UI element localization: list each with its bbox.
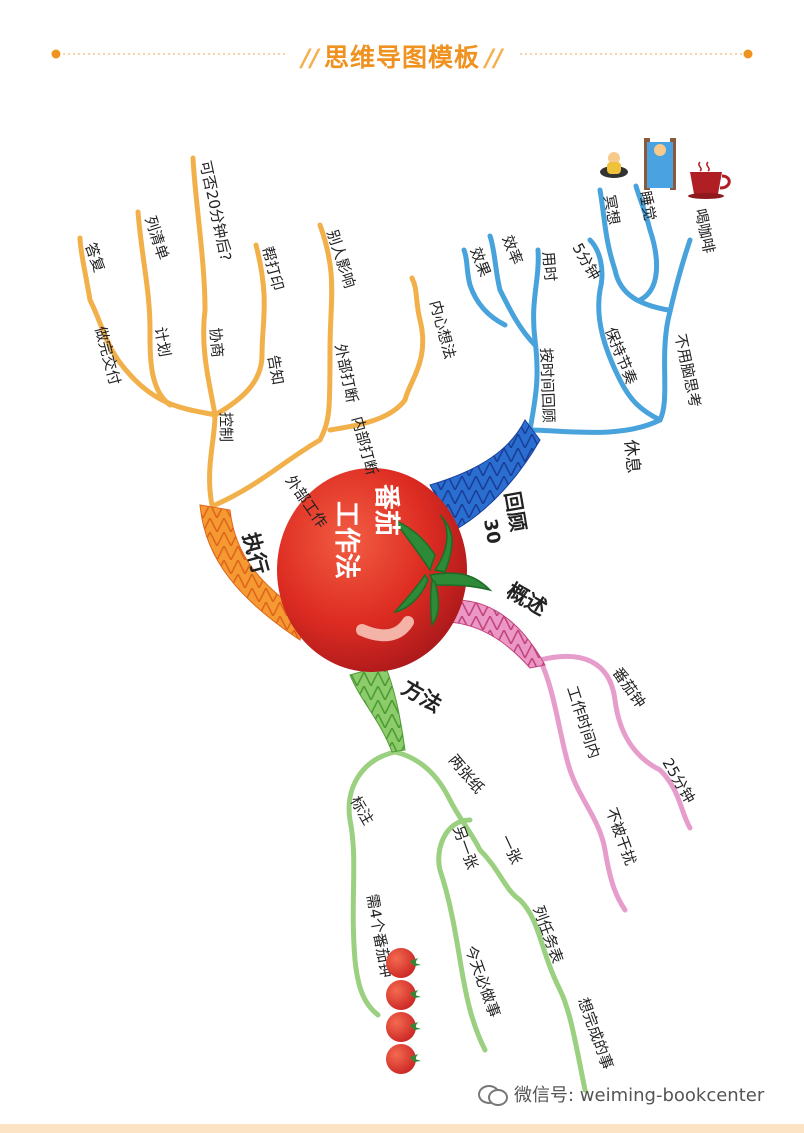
label-list: 列清单 bbox=[141, 214, 172, 262]
label-negotiate: 协商 bbox=[206, 327, 227, 358]
label-effect: 效果 bbox=[466, 245, 494, 280]
title-divider bbox=[51, 49, 753, 59]
branch-execute-root bbox=[199, 504, 306, 641]
center-label-line1: 番茄 bbox=[371, 484, 401, 536]
branch-review bbox=[461, 183, 693, 435]
title-deco-left: // bbox=[301, 44, 319, 72]
branch-execute bbox=[77, 155, 426, 508]
label-method: 方法 bbox=[398, 676, 446, 718]
title-text: 思维导图模板 bbox=[323, 43, 480, 72]
label-sleep: 睡觉 bbox=[636, 190, 659, 223]
label-timed-review: 按时间回顾 bbox=[537, 348, 558, 424]
tomato-icon bbox=[386, 1044, 421, 1074]
label-plan: 计划 bbox=[151, 326, 174, 359]
tomato-stem-icon bbox=[393, 514, 493, 627]
label-inner-interrupt: 内部打断 bbox=[348, 414, 381, 477]
branch-method bbox=[346, 749, 588, 1093]
page-title: // 思维导图模板 // bbox=[0, 38, 804, 74]
label-task-list: 列任务表 bbox=[529, 903, 566, 966]
label-review-sub: 30 bbox=[479, 517, 504, 545]
wechat-icon bbox=[478, 1083, 508, 1106]
center-label-line2: 工作法 bbox=[331, 501, 361, 579]
label-meditate: 冥想 bbox=[600, 194, 623, 227]
label-two-papers: 两张纸 bbox=[445, 751, 488, 797]
label-external-interrupt: 外部打断 bbox=[331, 342, 361, 404]
label-rest: 休息 bbox=[620, 439, 643, 475]
tomato-icon bbox=[386, 980, 421, 1010]
label-efficiency: 效率 bbox=[498, 233, 526, 268]
branch-method-root bbox=[349, 664, 406, 753]
central-tomato bbox=[277, 468, 493, 672]
meditation-icon bbox=[600, 152, 628, 178]
center-label: 番茄 工作法 bbox=[331, 484, 401, 579]
branch-overview-root bbox=[449, 599, 546, 669]
label-inner-thought: 内心想法 bbox=[426, 298, 459, 361]
label-finish: 做完交付 bbox=[91, 324, 124, 387]
label-no-brain: 不用脑思考 bbox=[671, 332, 704, 409]
tomato-icon bbox=[386, 948, 421, 978]
label-control: 控制 bbox=[217, 412, 235, 442]
label-review: 回顾 bbox=[500, 490, 531, 534]
title-deco-right: // bbox=[485, 44, 503, 72]
branch-overview bbox=[537, 653, 693, 913]
branch-review-root bbox=[429, 419, 541, 531]
mini-tomatoes bbox=[386, 948, 421, 1074]
label-within-time: 工作时间内 bbox=[563, 684, 603, 761]
label-overview: 概述 bbox=[503, 579, 551, 621]
watermark-text: 微信号: weiming-bookcenter bbox=[514, 1085, 765, 1106]
tomato-icon bbox=[386, 1012, 421, 1042]
bed-icon bbox=[644, 138, 676, 190]
label-coffee: 喝咖啡 bbox=[691, 207, 718, 255]
watermark: 微信号: weiming-bookcenter bbox=[478, 1081, 764, 1107]
coffee-cup-icon bbox=[688, 161, 731, 199]
footer-band bbox=[0, 1124, 804, 1133]
label-inform: 告知 bbox=[264, 354, 287, 387]
label-one: 一张 bbox=[496, 832, 525, 867]
label-usage-time: 用时 bbox=[539, 251, 560, 282]
